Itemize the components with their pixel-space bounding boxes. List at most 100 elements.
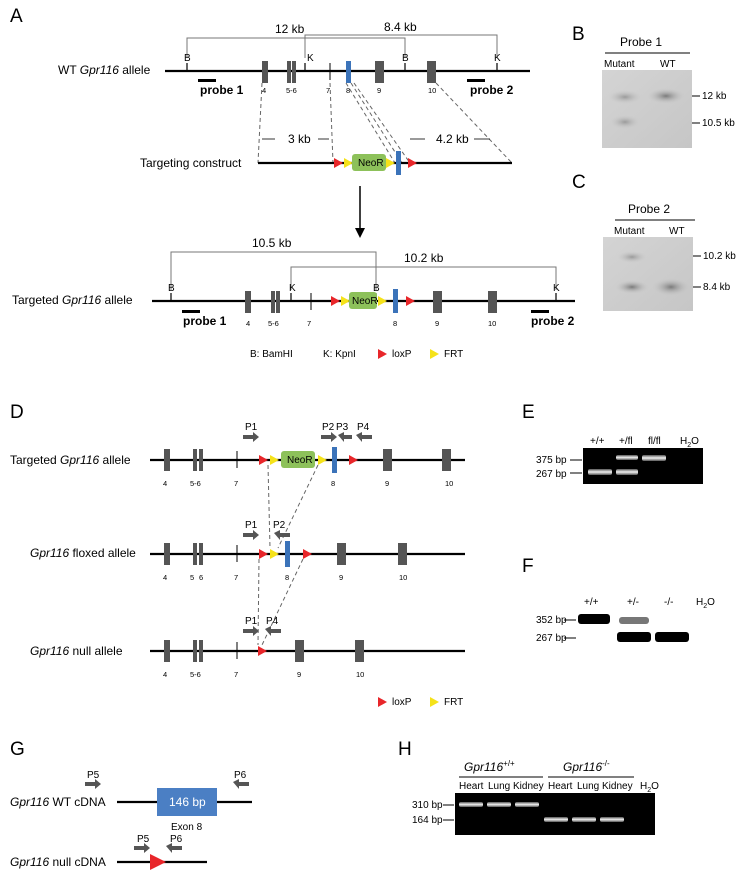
f-lane-het: +/- <box>627 597 639 608</box>
probe1-title: Probe 1 <box>620 35 662 49</box>
f-lane-ko: -/- <box>664 597 673 608</box>
d-c-exon-9: 9 <box>297 670 301 679</box>
panel-label-c: C <box>572 172 586 193</box>
legend-bamhi: B: BamHI <box>250 349 293 360</box>
g-primer-p6-null: P6 <box>170 834 183 845</box>
primer-p1-b: P1 <box>245 520 258 531</box>
site-b-2: B <box>402 53 409 64</box>
panel-label-e: E <box>522 402 535 423</box>
exon-7: 7 <box>326 86 330 95</box>
d-a-exon-9: 9 <box>385 479 389 488</box>
legend-loxp-a: loxP <box>392 349 412 360</box>
panel-b: Probe 1 Mutant WT 12 kb 10.5 kb <box>602 35 735 148</box>
d-floxed-label: Gpr116 floxed allele <box>30 546 136 560</box>
f-lane-h2o: H2O <box>696 597 715 610</box>
d-a-exon-10: 10 <box>445 479 453 488</box>
d-c-exon-5-6: 5-6 <box>190 670 201 679</box>
lane-mutant-b: Mutant <box>604 59 635 70</box>
panel-e: +/+ +/fl fl/fl H2O 375 bp 267 bp <box>536 436 703 484</box>
primer-p3-a: P3 <box>336 422 349 433</box>
primer-p4-a: P4 <box>357 422 370 433</box>
g-null-cdna-label: Gpr116 null cDNA <box>10 855 106 869</box>
exon-10: 10 <box>428 86 436 95</box>
panel-label-g: G <box>10 739 25 760</box>
distance-8-4kb: 8.4 kb <box>384 20 417 34</box>
panel-label-h: H <box>398 739 412 760</box>
primer-p1-c: P1 <box>245 616 258 627</box>
exon-8: 8 <box>346 86 350 95</box>
d-b-exon-10: 10 <box>399 573 407 582</box>
d-b-exon-6: 6 <box>199 573 203 582</box>
site-b-4: B <box>373 283 380 294</box>
t-exon-4: 4 <box>246 319 250 328</box>
neor-targeted: NeoR <box>352 296 378 307</box>
panel-label-a: A <box>10 6 23 27</box>
t-exon-8: 8 <box>393 319 397 328</box>
panel-g: P5 P6 Gpr116 WT cDNA 146 bp Exon 8 P5 P6… <box>10 770 252 870</box>
probe2-title: Probe 2 <box>628 202 670 216</box>
site-k-3: K <box>289 283 296 294</box>
d-a-exon-8: 8 <box>331 479 335 488</box>
d-a-exon-7: 7 <box>234 479 238 488</box>
site-b-1: B <box>184 53 191 64</box>
primer-p1-a: P1 <box>245 422 258 433</box>
g-exon-bp: 146 bp <box>169 795 206 809</box>
f-lane-wt: +/+ <box>584 597 599 608</box>
d-b-exon-4: 4 <box>163 573 167 582</box>
d-a-exon-5-6: 5-6 <box>190 479 201 488</box>
h-lane-h2o: H2O <box>640 781 659 794</box>
panel-label-d: D <box>10 402 24 423</box>
t-probe-2-label: probe 2 <box>531 314 575 328</box>
panel-a: 12 kb 8.4 kb WT Gpr116 allele B K B K 4 … <box>12 20 575 360</box>
lane-mutant-c: Mutant <box>614 226 645 237</box>
g-primer-p5: P5 <box>87 770 100 781</box>
probe-2-label: probe 2 <box>470 83 514 97</box>
panel-label-f: F <box>522 556 534 577</box>
d-a-exon-4: 4 <box>163 479 167 488</box>
exon-4: 4 <box>262 86 266 95</box>
h-tissue-heart-wt: Heart <box>459 781 484 792</box>
t-probe-1-label: probe 1 <box>183 314 227 328</box>
site-k-2: K <box>494 53 501 64</box>
neor-construct: NeoR <box>358 158 384 169</box>
t-exon-9: 9 <box>435 319 439 328</box>
distance-10-2kb: 10.2 kb <box>404 251 444 265</box>
legend-frt-a: FRT <box>444 349 463 360</box>
h-geno-ko: Gpr116-/- <box>563 759 610 774</box>
h-tissue-kidney-ko: Kidney <box>602 781 633 792</box>
legend-frt-d: FRT <box>444 697 463 708</box>
targeted-allele-label: Targeted Gpr116 allele <box>12 293 133 307</box>
d-targeted-label: Targeted Gpr116 allele <box>10 453 131 467</box>
d-c-exon-7: 7 <box>234 670 238 679</box>
probe-1-label: probe 1 <box>200 83 244 97</box>
exon-5-6: 5-6 <box>286 86 297 95</box>
size-10-5kb: 10.5 kb <box>702 118 735 129</box>
h-tissue-heart-ko: Heart <box>548 781 573 792</box>
lane-wt-c: WT <box>669 226 685 237</box>
distance-3kb: 3 kb <box>288 132 311 146</box>
d-b-exon-8: 8 <box>285 573 289 582</box>
h-tissue-lung-ko: Lung <box>577 781 599 792</box>
legend-loxp-d: loxP <box>392 697 412 708</box>
h-size-164: 164 bp <box>412 815 443 826</box>
d-c-exon-4: 4 <box>163 670 167 679</box>
h-tissue-lung-wt: Lung <box>488 781 510 792</box>
e-lane-wt: +/+ <box>590 436 605 447</box>
primer-p2-b: P2 <box>273 520 286 531</box>
f-size-352: 352 bp <box>536 615 567 626</box>
g-primer-p5-null: P5 <box>137 834 150 845</box>
targeting-construct-label: Targeting construct <box>140 156 242 170</box>
size-10-2kb: 10.2 kb <box>703 251 736 262</box>
t-exon-7: 7 <box>307 319 311 328</box>
panel-f: +/+ +/- -/- H2O 352 bp 267 bp <box>536 597 715 644</box>
e-lane-h2o: H2O <box>680 436 699 449</box>
d-b-exon-5: 5 <box>190 573 194 582</box>
d-neor: NeoR <box>287 455 313 466</box>
t-exon-5-6: 5-6 <box>268 319 279 328</box>
site-k-4: K <box>553 283 560 294</box>
g-exon-label: Exon 8 <box>171 822 203 833</box>
wt-allele-label: WT Gpr116 allele <box>58 63 151 77</box>
d-null-label: Gpr116 null allele <box>30 644 123 658</box>
panel-label-b: B <box>572 24 585 45</box>
